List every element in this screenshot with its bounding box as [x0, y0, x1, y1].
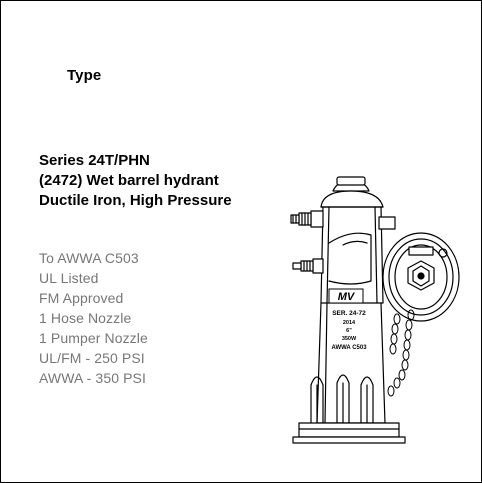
title-line-material: Ductile Iron, High Pressure: [39, 192, 232, 209]
hydrant-marking-line4: 350W: [342, 336, 357, 342]
hydrant-drawing: MV SER. 24-72 2014 6" 350W AWWA C503: [290, 176, 460, 444]
hydrant-marking-line3: 6": [346, 328, 352, 334]
hydrant-model-marking: SER. 24-72: [332, 310, 366, 317]
title-line-model: (2472) Wet barrel hydrant: [39, 172, 219, 189]
spec-list: To AWWA C503 UL Listed FM Approved 1 Hos…: [39, 248, 148, 388]
title-line-series: Series 24T/PHN: [39, 152, 150, 169]
spec-item: AWWA - 350 PSI: [39, 370, 146, 386]
hydrant-logo: MV: [338, 291, 356, 303]
spec-item: FM Approved: [39, 290, 124, 306]
type-heading: Type: [67, 67, 102, 84]
spec-item: 1 Pumper Nozzle: [39, 330, 148, 346]
spec-item: UL/FM - 250 PSI: [39, 350, 145, 366]
hydrant-marking-line2: 2014: [343, 320, 356, 326]
hydrant-marking-line5: AWWA C503: [331, 345, 367, 351]
product-title: Series 24T/PHN (2472) Wet barrel hydrant…: [39, 151, 232, 211]
spec-item: UL Listed: [39, 270, 99, 286]
spec-item: 1 Hose Nozzle: [39, 310, 132, 326]
spec-item: To AWWA C503: [39, 250, 139, 266]
